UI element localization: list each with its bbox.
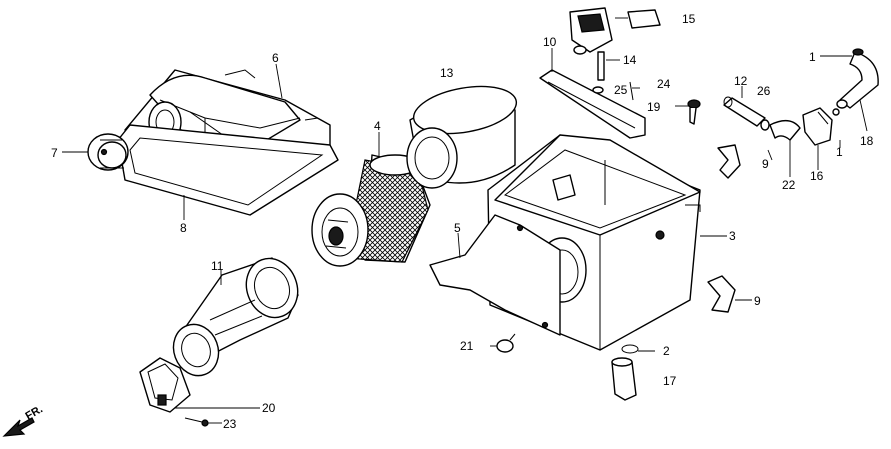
drain-plug-16 xyxy=(802,107,840,146)
label-24: 24 xyxy=(657,77,671,91)
label-6: 6 xyxy=(272,51,279,65)
grommet-21 xyxy=(496,333,516,353)
connector-22 xyxy=(769,120,801,141)
drain-tube xyxy=(723,96,770,131)
label-11: 11 xyxy=(211,259,224,273)
label-7: 7 xyxy=(51,146,58,160)
label-2: 2 xyxy=(663,344,670,358)
air-cleaner-case xyxy=(487,134,701,351)
part-labels: 7 6 8 4 13 5 3 10 14 15 24 25 19 12 26 1… xyxy=(51,12,874,431)
front-arrow-label: FR. xyxy=(24,403,45,422)
label-13: 13 xyxy=(440,66,454,80)
clip-2 xyxy=(621,344,639,354)
cover-gasket xyxy=(117,124,339,216)
label-9a: 9 xyxy=(762,157,769,171)
breather-tube-18 xyxy=(836,48,879,109)
band-20 xyxy=(139,357,191,413)
label-20: 20 xyxy=(262,401,276,415)
label-9b: 9 xyxy=(754,294,761,308)
clip-9-lower xyxy=(707,275,736,313)
label-10: 10 xyxy=(543,35,557,49)
label-22: 22 xyxy=(782,178,796,192)
intake-duct xyxy=(569,7,613,81)
label-18: 18 xyxy=(860,134,874,148)
label-5: 5 xyxy=(454,221,461,235)
label-15: 15 xyxy=(682,12,696,26)
label-1b: 1 xyxy=(836,145,843,159)
screw-23 xyxy=(184,417,209,427)
label-14: 14 xyxy=(623,53,637,67)
clip-9-upper xyxy=(717,144,741,179)
label-16: 16 xyxy=(810,169,824,183)
retaining-strap xyxy=(539,69,646,139)
intake-boot xyxy=(172,257,299,377)
label-23: 23 xyxy=(223,417,237,431)
label-12: 12 xyxy=(734,74,748,88)
screw-19 xyxy=(687,99,701,125)
front-arrow: FR. xyxy=(2,403,45,437)
label-26: 26 xyxy=(757,84,771,98)
label-8: 8 xyxy=(180,221,187,235)
bolt-25 xyxy=(592,81,634,101)
breather-cap xyxy=(87,133,129,171)
leader-lines xyxy=(62,17,868,424)
label-19: 19 xyxy=(647,100,661,114)
label-21: 21 xyxy=(460,339,474,353)
label-1a: 1 xyxy=(809,50,816,64)
foam-element xyxy=(406,85,518,189)
label-3: 3 xyxy=(729,229,736,243)
drain-cap-17 xyxy=(611,357,637,401)
label-25: 25 xyxy=(614,83,628,97)
case-plate xyxy=(429,214,561,336)
label-17: 17 xyxy=(663,374,677,388)
foam-pad xyxy=(627,9,661,29)
label-4: 4 xyxy=(374,119,381,133)
